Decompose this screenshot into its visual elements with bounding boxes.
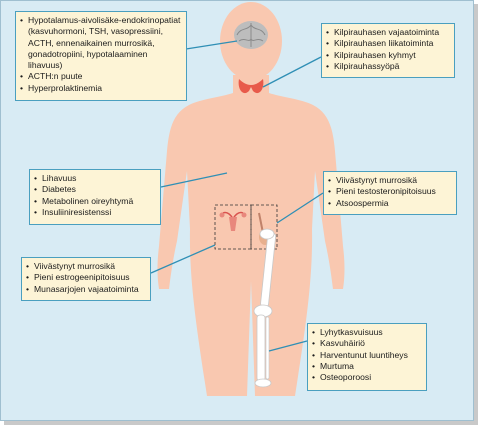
bone-item: Osteoporoosi — [312, 372, 422, 384]
hypothalamus-item: ACTH:n puute — [20, 71, 182, 83]
hypothalamus-item: Hypotalamus-aivolisäke-endokrinopatiat (… — [20, 15, 182, 71]
connector-bone — [268, 340, 308, 352]
metabolic-item: Metabolinen oireyhtymä — [34, 196, 156, 208]
metabolic-box: Lihavuus Diabetes Metabolinen oireyhtymä… — [29, 169, 161, 225]
thyroid-item: Kilpirauhasen liikatoiminta — [326, 38, 450, 50]
male-region-box — [250, 204, 278, 250]
connector-female — [150, 244, 216, 274]
bone-item: Harventunut luuntiheys — [312, 350, 422, 362]
leg-bone-icon — [253, 228, 277, 388]
brain-icon — [234, 21, 268, 49]
bone-item: Kasvuhäiriö — [312, 338, 422, 350]
female-box: Viivästynyt murrosikä Pieni estrogeenipi… — [21, 257, 151, 301]
female-item: Pieni estrogeenipitoisuus — [26, 272, 146, 284]
thyroid-icon — [238, 79, 264, 94]
diagram-frame: Hypotalamus-aivolisäke-endokrinopatiat (… — [0, 0, 474, 421]
thyroid-item: Kilpirauhasen vajaatoiminta — [326, 27, 450, 39]
thyroid-item: Kilpirauhassyöpä — [326, 61, 450, 73]
bone-item: Murtuma — [312, 361, 422, 373]
male-item: Viivästynyt murrosikä — [328, 175, 452, 187]
male-box: Viivästynyt murrosikä Pieni testosteroni… — [323, 171, 457, 215]
bone-box: Lyhytkasvuisuus Kasvuhäiriö Harventunut … — [307, 323, 427, 391]
female-item: Viivästynyt murrosikä — [26, 261, 146, 273]
hypothalamus-box: Hypotalamus-aivolisäke-endokrinopatiat (… — [15, 11, 187, 101]
male-item: Atsoospermia — [328, 198, 452, 210]
bone-item: Lyhytkasvuisuus — [312, 327, 422, 339]
hypothalamus-item: Hyperprolaktinemia — [20, 83, 182, 95]
thyroid-box: Kilpirauhasen vajaatoiminta Kilpirauhase… — [321, 23, 455, 78]
ovary-icon — [219, 211, 247, 231]
connector-male — [276, 192, 324, 224]
connector-thyroid — [262, 56, 322, 88]
connector-metabolic — [160, 172, 228, 188]
body-illustration — [150, 2, 345, 396]
connector-hypothalamus — [185, 40, 238, 50]
female-item: Munasarjojen vajaatoiminta — [26, 284, 146, 296]
male-item: Pieni testosteronipitoisuus — [328, 186, 452, 198]
metabolic-item: Insuliiniresistenssi — [34, 207, 156, 219]
metabolic-item: Lihavuus — [34, 173, 156, 185]
thyroid-item: Kilpirauhasen kyhmyt — [326, 50, 450, 62]
connector-lines — [150, 40, 324, 352]
metabolic-item: Diabetes — [34, 184, 156, 196]
